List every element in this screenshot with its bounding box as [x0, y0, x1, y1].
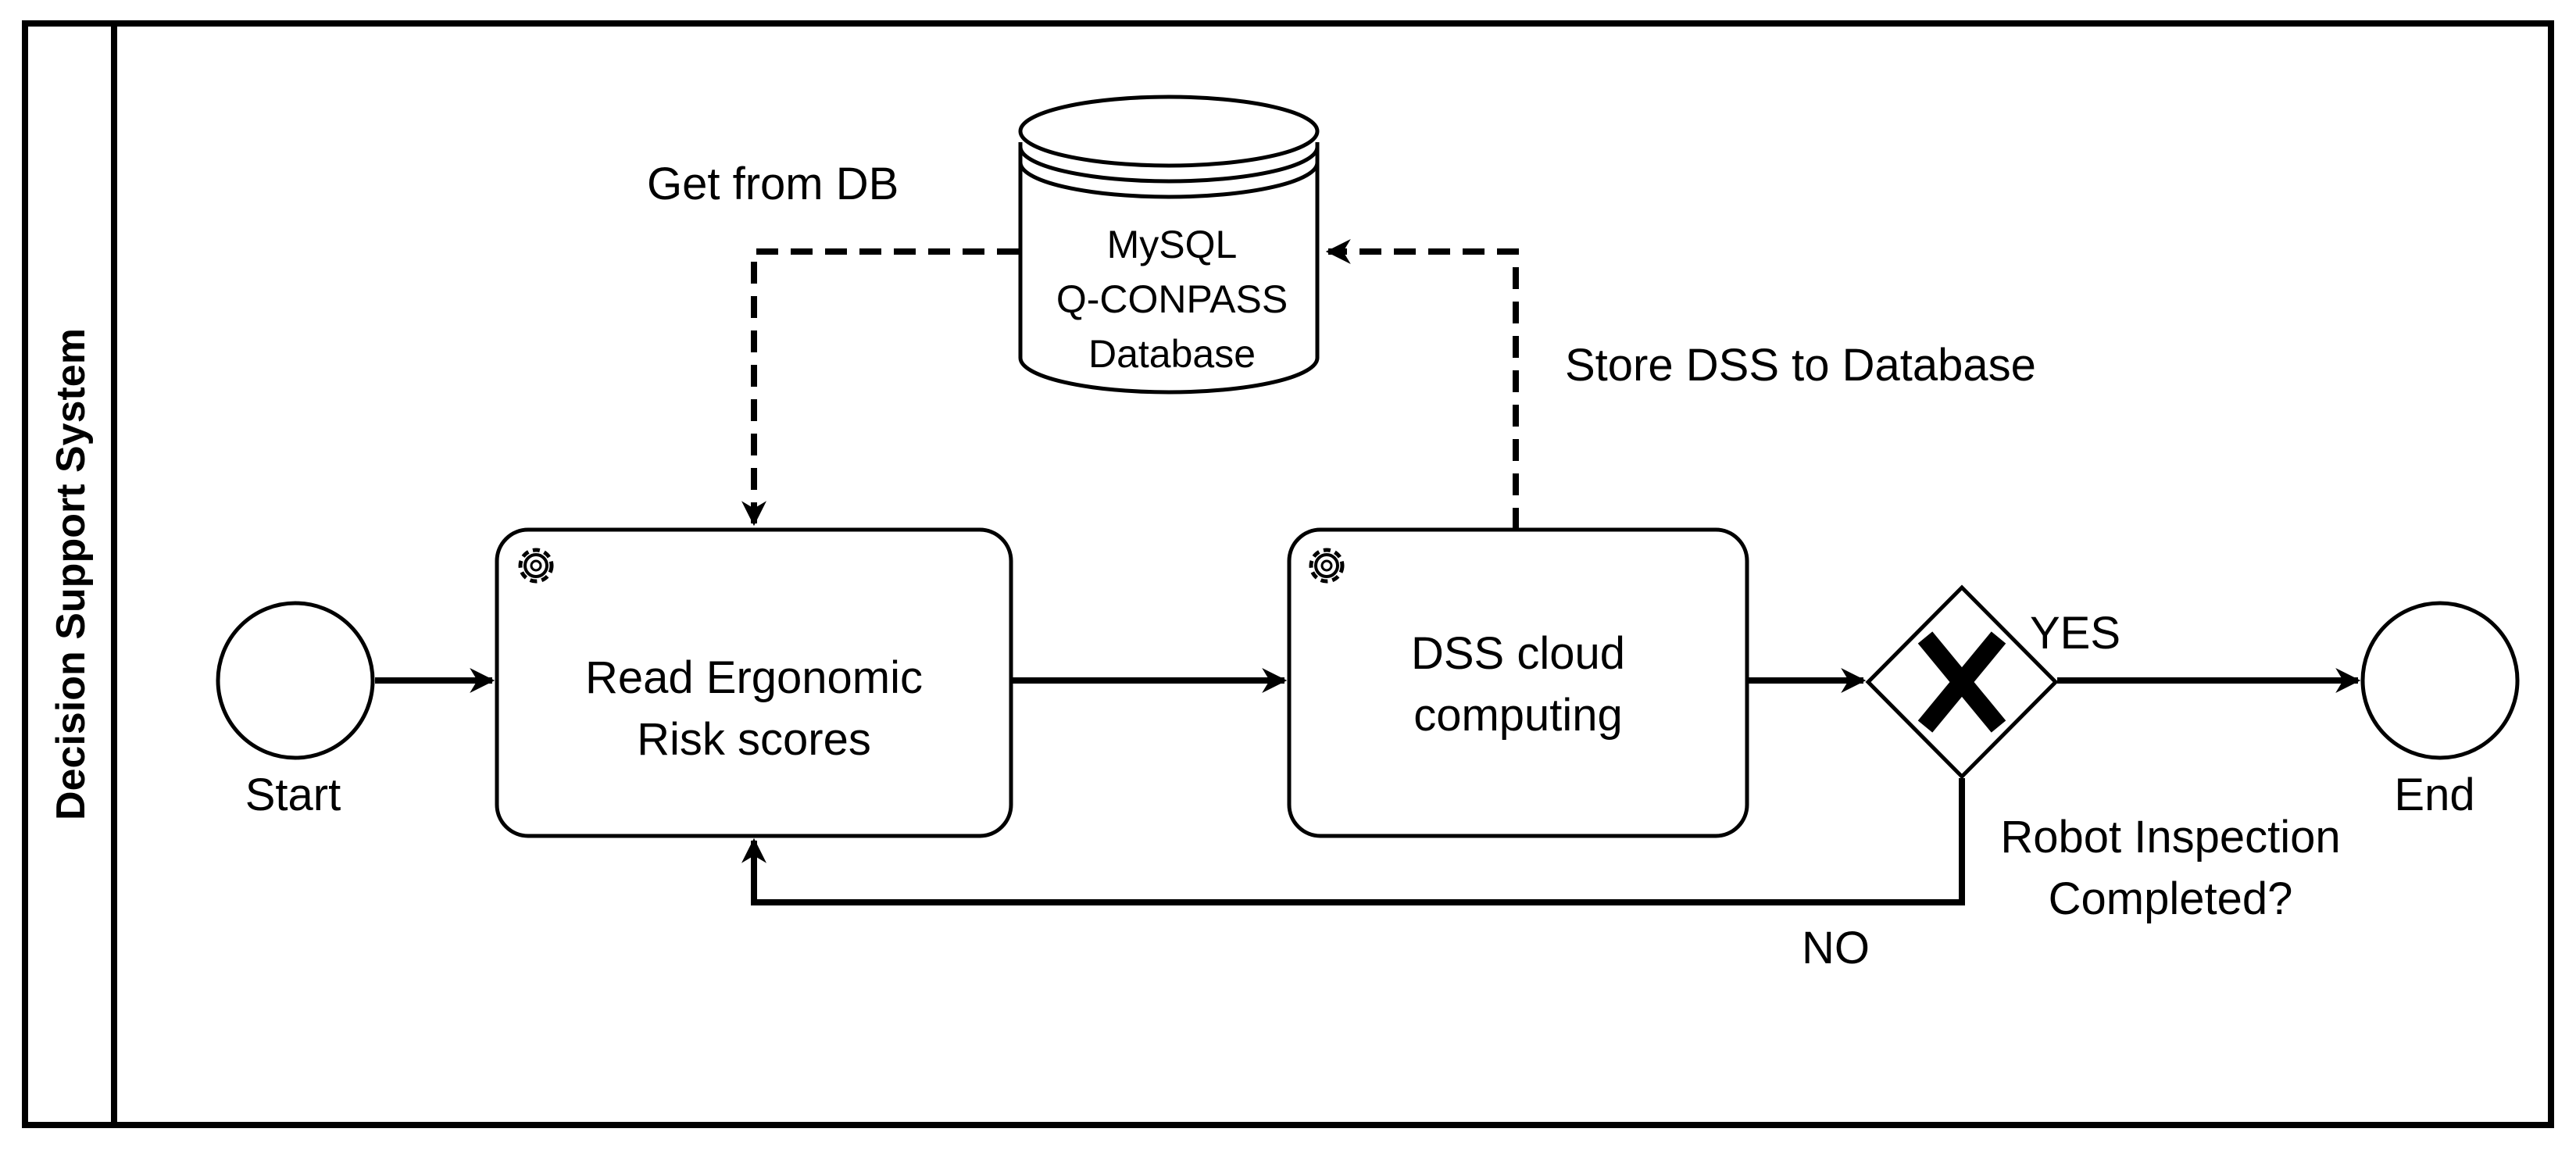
task-read-label-line1: Read Ergonomic [585, 652, 923, 703]
database-label-line1: MySQL [1107, 223, 1238, 266]
task-dss-label-line1: DSS cloud [1411, 628, 1625, 679]
gateway-x-icon [1917, 631, 2006, 733]
edge-gateway-no-to-read[interactable] [741, 778, 1965, 905]
task-read-ergonomic-risk-scores[interactable] [495, 527, 1013, 838]
task-read-label-line2: Risk scores [637, 714, 871, 765]
database-label-line3: Database [1088, 332, 1256, 376]
start-label: Start [245, 770, 341, 820]
task-dss-label-line2: computing [1413, 690, 1623, 741]
edge-get-from-db[interactable] [741, 248, 1019, 527]
edge-label-store-to-db: Store DSS to Database [1565, 340, 2036, 391]
edge-label-yes: YES [2030, 608, 2120, 659]
end-event[interactable] [2360, 601, 2520, 760]
gateway-label-line2: Completed? [2049, 873, 2293, 924]
start-event[interactable] [216, 601, 375, 760]
pool-label: Decision Support System [48, 328, 94, 820]
edge-store-to-db[interactable] [1325, 239, 1519, 530]
database-label-line2: Q-CONPASS [1056, 277, 1288, 321]
end-label: End [2394, 770, 2474, 820]
task-dss-cloud-computing[interactable] [1287, 527, 1749, 838]
gateway-label-line1: Robot Inspection [2000, 812, 2340, 862]
edge-label-no: NO [1802, 923, 1870, 973]
edge-label-get-from-db: Get from DB [647, 159, 899, 209]
database-store[interactable] [1018, 95, 1320, 395]
